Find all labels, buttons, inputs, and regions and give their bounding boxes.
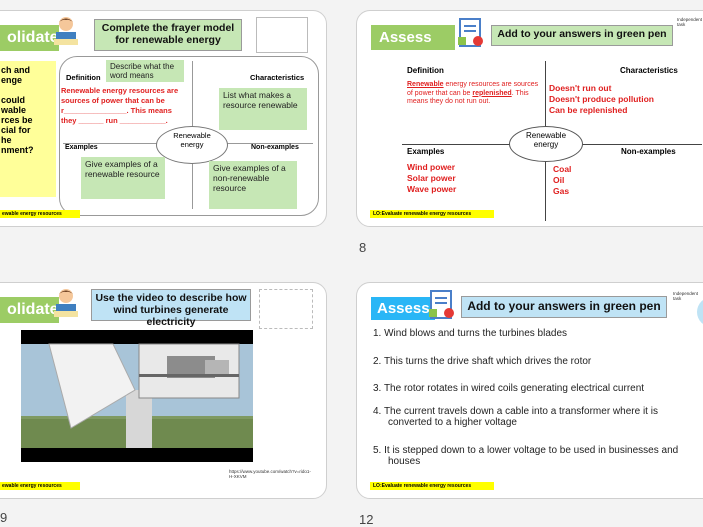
learning-objective: LO:Evaluate renewable energy resources [370, 210, 494, 218]
steps-list: 1. Wind blows and turns the turbines bla… [373, 328, 703, 467]
slide-number-8: 8 [359, 240, 367, 255]
characteristics-list: Doesn't run out Doesn't produce pollutio… [549, 83, 654, 115]
frayer-frame [59, 56, 319, 216]
learning-objective: ewable energy resources [0, 210, 80, 218]
slide-4-title: Add to your answers in green pen [461, 296, 667, 318]
learning-objective: LO:Evaluate renewable energy resources [370, 482, 494, 490]
definition-label: Definition [407, 66, 444, 75]
center-oval: Renewable energy [156, 126, 228, 164]
examples-list: Wind power Solar power Wave power [407, 162, 457, 194]
step-item: 3. The rotor rotates in wired coils gene… [373, 383, 645, 394]
slide-2[interactable]: Assess Add to your answers in green pen … [356, 10, 703, 227]
corner-decoration [697, 297, 703, 327]
independent-task-label: Independent task [673, 291, 699, 301]
examples-label: Examples [407, 147, 445, 156]
definition-label: Definition [66, 73, 101, 82]
list-box: List what makes a resource renewable [219, 88, 307, 130]
slide-4[interactable]: Assess Add to your answers in green pen … [356, 282, 703, 499]
definition-text: Renewable energy resources are sources o… [407, 81, 539, 105]
slide-number-9: 9 [0, 510, 8, 525]
slide-2-header: Assess [371, 25, 455, 50]
slide-4-header: Assess [371, 297, 435, 320]
slide-number-12: 12 [359, 512, 374, 527]
definition-text: Renewable energy resources are sources o… [61, 86, 179, 125]
non-examples-label: Non-examples [251, 144, 299, 151]
examples-label: Examples [65, 144, 98, 151]
give-examples-box: Give examples of a renewable resource [81, 157, 165, 199]
independent-task-label: Independent task [677, 17, 703, 27]
student-avatar-icon [53, 287, 79, 324]
step-item: 2. This turns the drive shaft which driv… [373, 356, 592, 367]
side-question: ch and enge could wable rces be cial for… [0, 61, 56, 197]
wind-turbine-video-frame [21, 343, 253, 448]
step-item: 1. Wind blows and turns the turbines bla… [373, 328, 567, 339]
characteristics-label: Characteristics [250, 73, 305, 82]
learning-objective: ewable energy resources [0, 482, 80, 490]
give-non-examples-box: Give examples of a non-renewable resourc… [209, 161, 297, 209]
slide-3[interactable]: olidate Use the video to describe how wi… [0, 282, 327, 499]
slide-3-title: Use the video to describe how wind turbi… [91, 289, 251, 328]
student-avatar-icon [53, 15, 79, 52]
slide-1[interactable]: olidate Complete the frayer model for re… [0, 10, 327, 227]
step-item: 5. It is stepped down to a lower voltage… [373, 445, 679, 467]
slide-3-header: olidate [0, 297, 59, 323]
center-oval: Renewable energy [509, 126, 583, 162]
video-url[interactable]: https://www.youtube.com/watch?v=rido1-H-… [229, 469, 311, 479]
characteristics-label: Characteristics [620, 66, 678, 75]
step-item: 4. The current travels down a cable into… [373, 406, 658, 428]
describe-box: Describe what the word means [106, 60, 184, 82]
slide-1-title: Complete the frayer model for renewable … [94, 19, 242, 51]
worksheet-icon [427, 289, 455, 326]
slide-2-title: Add to your answers in green pen [491, 25, 673, 46]
slide-1-header: olidate [0, 25, 59, 51]
non-examples-label: Non-examples [621, 147, 676, 156]
independent-box [259, 289, 313, 329]
independent-box [256, 17, 308, 53]
video-player[interactable] [21, 330, 253, 462]
non-examples-list: Coal Oil Gas [553, 164, 572, 196]
worksheet-icon [456, 17, 484, 54]
